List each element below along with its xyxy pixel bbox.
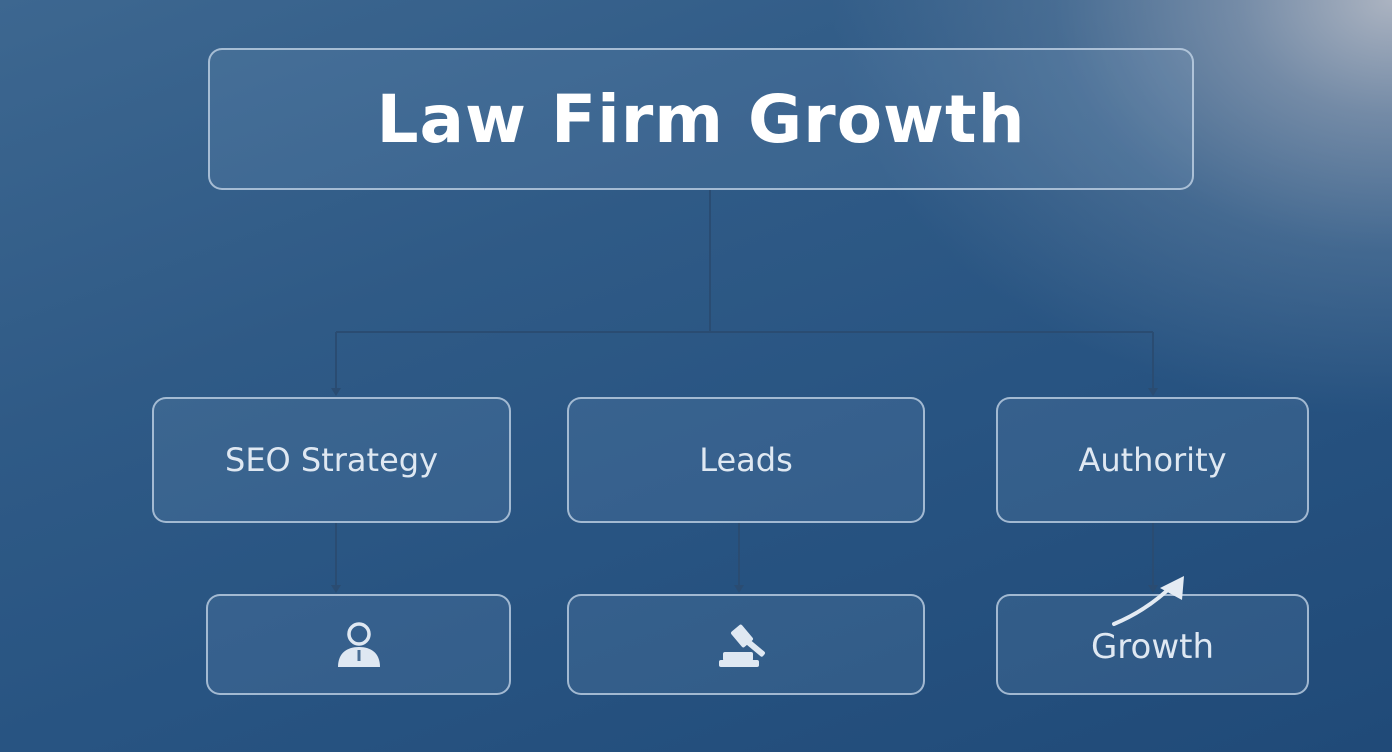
upward-arrow-icon <box>1112 576 1184 626</box>
arrowhead-authority-leaf <box>1148 585 1158 593</box>
gavel-icon <box>719 622 773 668</box>
node-seo-strategy-label: SEO Strategy <box>225 441 438 479</box>
node-growth-label: Growth <box>1090 626 1215 667</box>
node-leads: Leads <box>567 397 925 523</box>
node-authority-label: Authority <box>1078 441 1227 479</box>
root-node: Law Firm Growth <box>208 48 1194 190</box>
person-icon <box>335 621 383 669</box>
arrowhead-authority <box>1148 388 1158 396</box>
root-node-label: Law Firm Growth <box>376 80 1026 158</box>
node-authority: Authority <box>996 397 1309 523</box>
node-growth: Growth <box>996 594 1309 695</box>
node-seo-child <box>206 594 511 695</box>
node-seo-strategy: SEO Strategy <box>152 397 511 523</box>
arrowhead-seo-leaf <box>331 585 341 593</box>
node-leads-child <box>567 594 925 695</box>
arrowhead-seo <box>331 388 341 396</box>
node-leads-label: Leads <box>699 441 793 479</box>
arrowhead-leads-leaf <box>734 585 744 593</box>
